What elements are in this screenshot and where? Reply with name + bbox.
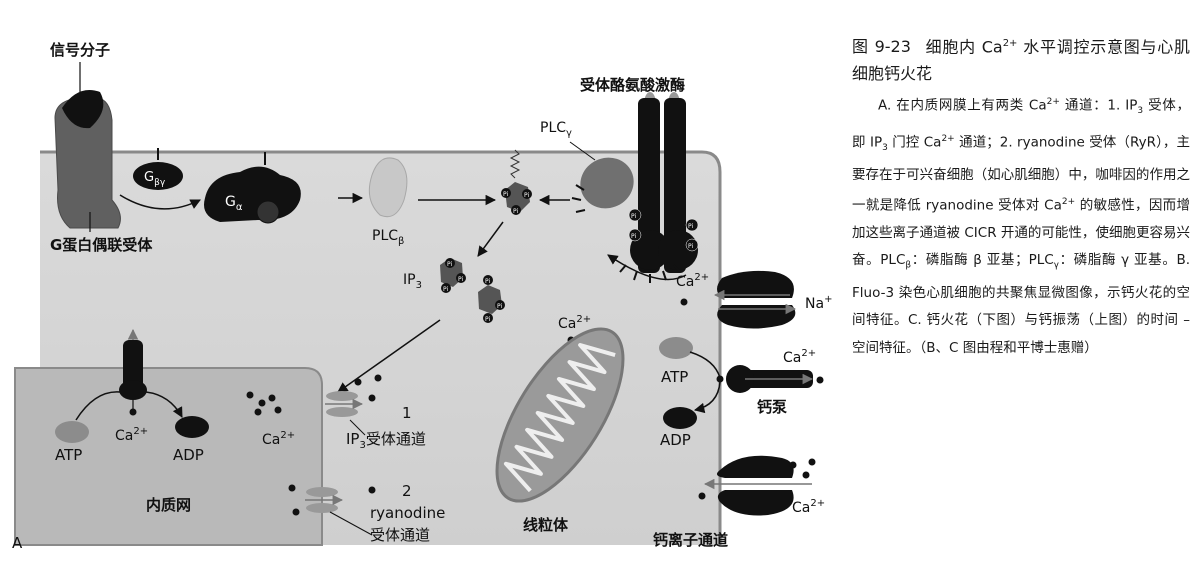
ip3-receptor-channel	[326, 391, 358, 401]
caption-title-sup: 2+	[1002, 38, 1018, 49]
pump-adp	[663, 407, 697, 429]
caption-sup: 2+	[941, 133, 955, 144]
g-beta-gamma	[133, 162, 183, 190]
svg-text:Pi: Pi	[688, 243, 693, 250]
atp-left-label: ATP	[55, 446, 82, 464]
ca-left-label: Ca2+	[115, 426, 148, 444]
mito-ca-label: Ca2+	[558, 314, 591, 332]
caption-text: 的敏感性，因而增加这些离子通道被 CICR 开通的可能性，使细胞更容易兴奋。PL…	[852, 197, 1190, 269]
svg-text:Pi: Pi	[443, 286, 448, 293]
svg-text:Pi: Pi	[631, 213, 636, 220]
pump-ca-label: Ca2+	[783, 348, 816, 366]
caption-sub: γ	[1053, 260, 1059, 271]
caption-body: A. 在内质网膜上有两类 Ca2+ 通道：1. IP3 受体，即 IP3 门控 …	[852, 89, 1190, 361]
ryanodine-receptor-channel	[306, 487, 338, 497]
caption-title: 图 9-23 细胞内 Ca2+ 水平调控示意图与心肌细胞钙火花	[852, 30, 1190, 87]
caption-text: A. 在内质网膜上有两类 Ca	[878, 97, 1047, 114]
chan-ca-label: Ca2+	[792, 498, 825, 516]
chan-label: 钙离子通道	[653, 531, 728, 549]
ip3-channel-label: IP3受体通道	[346, 430, 426, 451]
exch-ca-label: Ca2+	[676, 272, 709, 290]
caption-sub: 3	[1137, 106, 1144, 117]
caption-sub: 3	[882, 142, 888, 153]
caption-text: ：磷脂酶 γ 亚基。B. Fluo-3 染色心肌细胞的共聚焦显微图像，示钙火花的…	[852, 252, 1191, 356]
svg-text:Pi: Pi	[485, 278, 490, 285]
panel-label: A	[12, 534, 23, 552]
plc-gamma	[580, 157, 634, 209]
plc-gamma-label: PLCγ	[540, 120, 572, 139]
calcium-signaling-diagram: A 信号分子 G蛋白偶联受体 Gβγ Gα PLCβ Pi Pi Pi PLCγ…	[12, 41, 832, 552]
caption-title-text: 细胞内 Ca	[924, 37, 1003, 57]
mitochondrion	[495, 327, 625, 503]
caption-figure-number: 图 9-23	[852, 37, 911, 57]
caption-title-text-2: 水平调控示意图与心肌细胞钙火花	[852, 37, 1190, 84]
svg-text:Pi: Pi	[688, 223, 693, 230]
caption-text: ：磷脂酶 β 亚基；PLC	[911, 252, 1054, 269]
svg-text:Pi: Pi	[631, 233, 636, 240]
pump-atp	[659, 337, 693, 359]
pip2-anchor	[509, 149, 521, 179]
mito-label: 线粒体	[523, 516, 569, 534]
caption-text: 通道；2. ryanodine 受体（RyR），主要存在于可兴奋细胞（如心肌细胞…	[852, 134, 1190, 214]
calcium-ion-channel	[716, 455, 794, 478]
ca-mid-label: Ca2+	[262, 430, 295, 448]
plc-beta-label: PLCβ	[372, 228, 404, 247]
signal-molecule-label: 信号分子	[50, 41, 110, 59]
caption-text: 通道：1. IP	[1059, 97, 1138, 114]
plc-beta	[368, 157, 408, 218]
adp-left	[175, 416, 209, 438]
rtk-label: 受体酪氨酸激酶	[580, 76, 685, 94]
caption-text: 门控 Ca	[887, 134, 942, 151]
signal-molecule	[62, 90, 104, 129]
gpcr-label: G蛋白偶联受体	[50, 236, 153, 254]
g-beta-gamma-label: Gβγ	[144, 170, 166, 188]
gpcr-to-galpha-arrow	[119, 194, 201, 210]
pump-label: 钙泵	[757, 398, 787, 416]
pip2	[505, 182, 530, 212]
ip3-label: IP3	[403, 272, 422, 291]
adp-left-label: ADP	[173, 446, 204, 464]
caption-text: 受体，即 IP	[852, 97, 1190, 151]
ryr-label-line1: ryanodine	[370, 504, 445, 522]
exch-na-label: Na+	[805, 294, 832, 312]
rtk-right-chain	[664, 98, 686, 273]
svg-text:Pi: Pi	[447, 261, 452, 268]
ryr-num: 2	[402, 482, 412, 500]
ip3-channel-num: 1	[402, 404, 412, 422]
g-alpha-label: Gα	[225, 194, 243, 213]
svg-text:Pi: Pi	[485, 316, 490, 323]
svg-text:Pi: Pi	[524, 192, 529, 199]
svg-text:Pi: Pi	[513, 208, 518, 215]
na-ca-exchanger	[717, 270, 794, 298]
caption-sup: 2+	[1046, 97, 1060, 108]
er-label: 内质网	[146, 496, 191, 514]
svg-text:Pi: Pi	[458, 276, 463, 283]
rtk-left-chain	[638, 98, 660, 273]
gtp-ball	[256, 200, 280, 224]
caption-sup: 2+	[1061, 197, 1076, 208]
caption-sub: β	[905, 260, 912, 271]
atp-left	[55, 421, 89, 443]
pump-atp-label: ATP	[661, 368, 688, 386]
svg-text:Pi: Pi	[497, 303, 502, 310]
pump-adp-label: ADP	[660, 431, 691, 449]
svg-text:Pi: Pi	[503, 191, 508, 198]
ryr-label-line2: 受体通道	[370, 526, 430, 544]
